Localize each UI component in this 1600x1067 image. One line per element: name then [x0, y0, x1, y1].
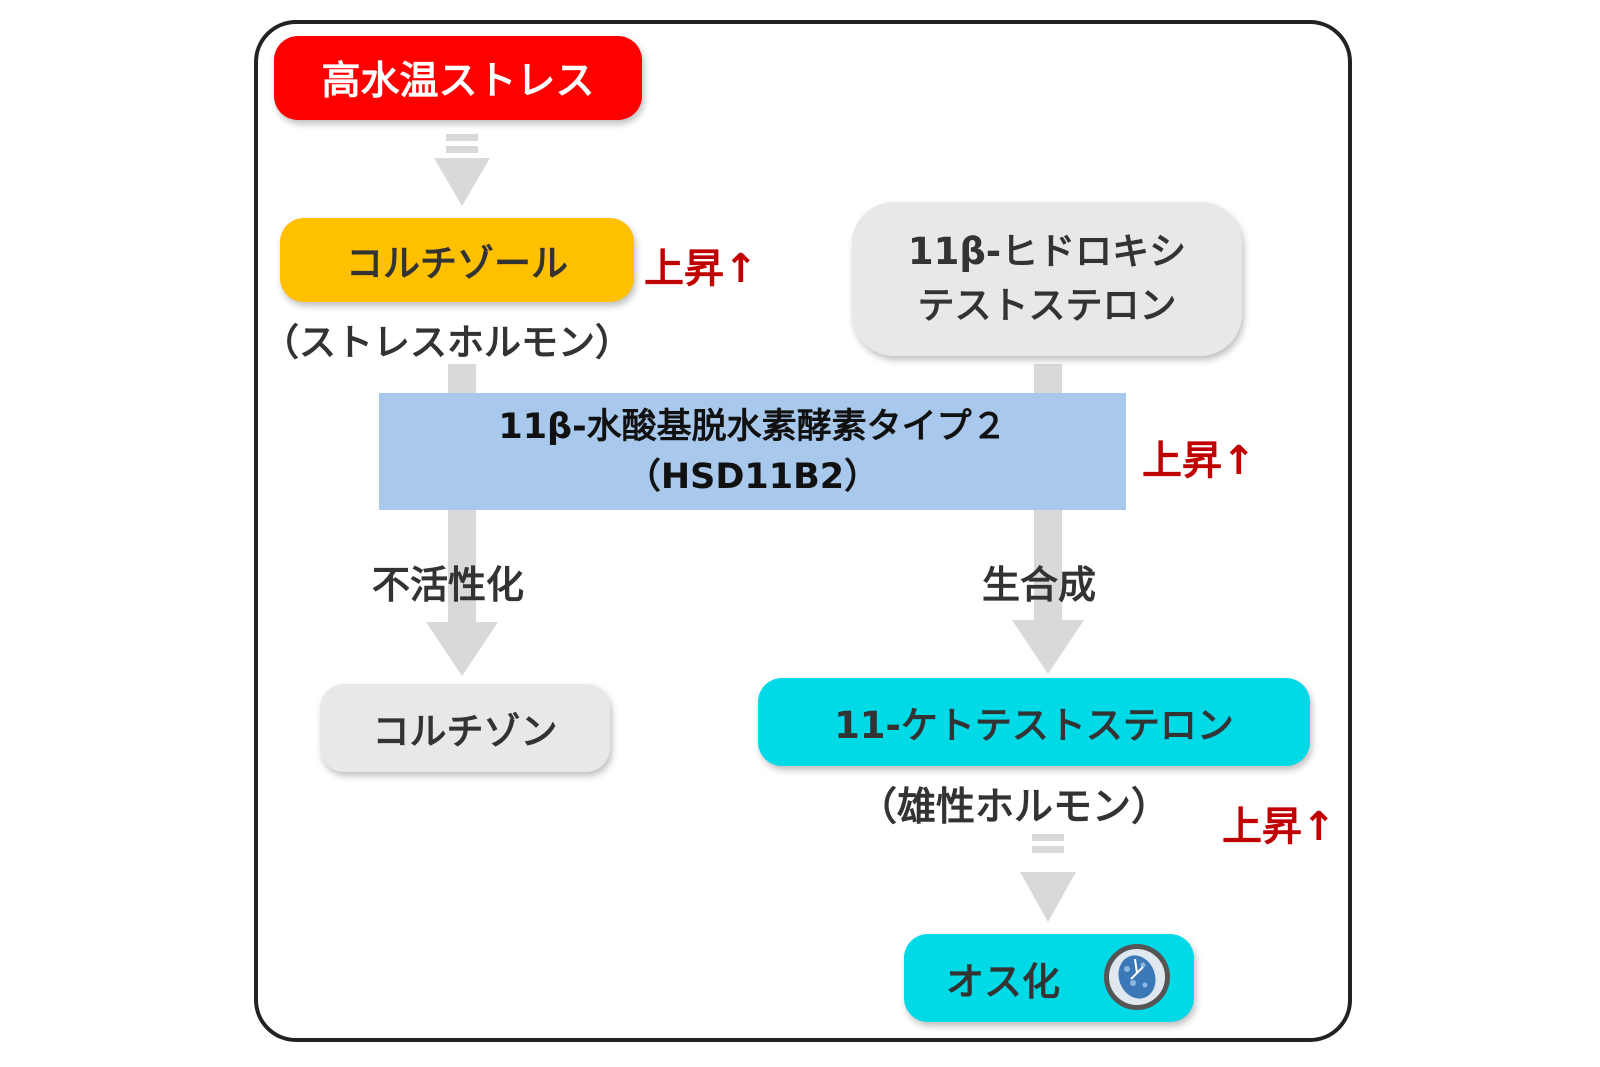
testis-tissue-icon: [1104, 944, 1170, 1010]
enzyme-line1: 11β-水酸基脱水素酵素タイプ２: [498, 406, 1007, 447]
heat-stress-box: 高水温ストレス: [274, 36, 642, 120]
hydroxytestosterone-line2: テストステロン: [917, 284, 1177, 327]
ketotestosterone-box: 11-ケトテストステロン: [758, 678, 1310, 766]
inactivation-label: 不活性化: [372, 563, 525, 607]
arrow-heat-to-cortisol: [434, 134, 490, 206]
biosynthesis-label: 生合成: [982, 563, 1097, 607]
cortisol-box: コルチゾール: [280, 218, 634, 302]
masculinization-label: オス化: [946, 959, 1061, 1004]
cortisone-box: コルチゾン: [320, 684, 610, 772]
enzyme-box: 11β-水酸基脱水素酵素タイプ２ （HSD11B2）: [379, 393, 1126, 510]
ketotestosterone-label: 11-ケトテストステロン: [834, 704, 1234, 747]
ketotestosterone-increase-label: 上昇↑: [1222, 804, 1336, 850]
cortisol-label: コルチゾール: [346, 242, 568, 285]
hydroxytestosterone-line1: 11β-ヒドロキシ: [907, 230, 1187, 273]
ketotestosterone-subtitle: （雄性ホルモン）: [858, 785, 1171, 830]
diagram-frame: [254, 20, 1352, 1042]
cortisol-increase-label: 上昇↑: [644, 246, 758, 292]
heat-stress-label: 高水温ストレス: [321, 59, 595, 104]
enzyme-increase-label: 上昇↑: [1142, 438, 1256, 484]
enzyme-line2: （HSD11B2）: [625, 456, 880, 497]
arrow-keto-to-masculinization: [1020, 834, 1076, 922]
cortisol-subtitle: （ストレスホルモン）: [262, 321, 632, 364]
cortisone-label: コルチゾン: [372, 710, 558, 753]
hydroxytestosterone-box: 11β-ヒドロキシ テストステロン: [852, 202, 1242, 356]
